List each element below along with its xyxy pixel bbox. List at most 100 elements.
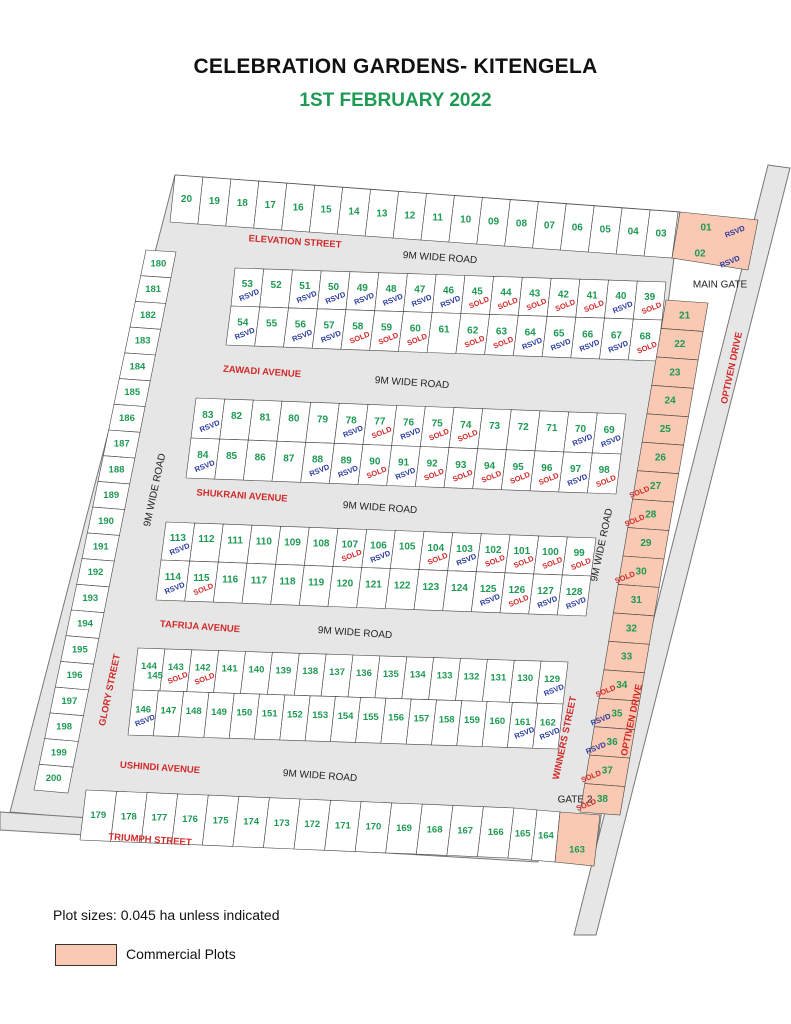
plot-number: 141 <box>222 664 239 675</box>
plot-number: 190 <box>98 516 114 527</box>
plot-cell <box>556 574 592 617</box>
plot-number: 34 <box>616 680 628 691</box>
plot-number: 124 <box>451 583 468 594</box>
plot-number: 166 <box>488 827 504 838</box>
street-name: ZAWADI AVENUE <box>223 364 302 380</box>
plot-number: 40 <box>615 291 627 302</box>
plot-number: 125 <box>480 584 497 595</box>
plot-number: 165 <box>515 829 532 840</box>
plot-number: 62 <box>467 326 479 337</box>
plot-number: 186 <box>119 413 135 424</box>
plot-number: 163 <box>569 845 585 856</box>
plot-number: 46 <box>443 286 455 297</box>
plot-number: 176 <box>182 814 198 825</box>
plot-number: 47 <box>414 285 426 296</box>
plot-number: 35 <box>611 709 623 720</box>
plot-number: 98 <box>599 465 611 476</box>
plot-number: 198 <box>56 722 72 733</box>
plot-number: 111 <box>227 535 243 546</box>
plot-number: 29 <box>640 538 652 549</box>
plot-number: 52 <box>271 280 283 291</box>
plot-number: 195 <box>72 644 89 655</box>
plot-number: 150 <box>236 708 252 719</box>
plot-number: 168 <box>427 824 443 835</box>
plot-number: 174 <box>243 817 260 828</box>
plot-number: 16 <box>293 202 305 213</box>
plot-number: 114 <box>165 572 182 583</box>
plot-number: 48 <box>385 284 397 295</box>
plot-number: 14 <box>348 206 360 217</box>
plot-number: 159 <box>464 715 480 726</box>
plot-number: 132 <box>464 671 480 682</box>
plot-number: 106 <box>370 541 387 552</box>
plot-number: 134 <box>410 670 427 681</box>
plot-number: 23 <box>669 367 681 378</box>
plot-number: 09 <box>488 216 500 227</box>
plot-number: 170 <box>365 822 381 833</box>
plot-number: 177 <box>151 813 167 824</box>
plot-number: 172 <box>304 819 320 830</box>
plot-number: 188 <box>109 464 125 475</box>
plot-number: 89 <box>341 456 353 467</box>
plot-number: 118 <box>279 576 296 587</box>
plot-number: 78 <box>346 416 358 427</box>
plot-number: 76 <box>403 418 415 429</box>
plot-number: 167 <box>457 826 473 837</box>
plot-number: 162 <box>540 718 556 729</box>
plot-number: 51 <box>299 281 311 292</box>
plot-number: 87 <box>283 453 295 464</box>
plot-number: 67 <box>611 331 623 342</box>
plot-number: 152 <box>287 709 303 720</box>
plot-number: 156 <box>388 713 404 724</box>
plot-number: 194 <box>77 619 94 630</box>
plot-number: 191 <box>93 542 110 553</box>
plot-number: 73 <box>489 421 501 432</box>
plot-number: 123 <box>422 582 439 593</box>
plot-number: 82 <box>231 411 243 422</box>
plot-number: 21 <box>679 310 691 321</box>
plot-number: 192 <box>88 567 104 578</box>
plot-number: 146 <box>135 704 151 715</box>
plot-number: 179 <box>90 810 106 821</box>
plot-number: 131 <box>490 672 507 683</box>
gate-label: GATE 2 <box>558 795 593 806</box>
plot-number: 22 <box>674 339 686 350</box>
plot-number: 199 <box>51 747 67 758</box>
plot-number: 139 <box>275 665 291 676</box>
plot-number: 02 <box>694 249 706 260</box>
plot-number: 39 <box>644 292 656 303</box>
plot-number: 160 <box>489 716 505 727</box>
plot-number: 107 <box>341 540 358 551</box>
plot-number: 164 <box>538 831 555 842</box>
plot-number: 90 <box>369 457 381 468</box>
plot-number: 138 <box>302 666 318 677</box>
plot-number: 31 <box>631 595 643 606</box>
plot-number: 183 <box>135 336 151 347</box>
plot-number: 44 <box>500 288 512 299</box>
plot-number: 01 <box>700 223 712 234</box>
plot-number: 185 <box>124 387 141 398</box>
plot-number: 137 <box>329 667 345 678</box>
plot-number: 155 <box>363 712 380 723</box>
plot-number: 140 <box>249 664 265 675</box>
plot-number: 41 <box>587 290 599 301</box>
plot-number: 32 <box>626 623 638 634</box>
plot-number: 58 <box>352 322 364 333</box>
plot-number: 129 <box>544 674 560 685</box>
plot-number: 07 <box>544 221 556 232</box>
plot-number: 18 <box>237 198 249 209</box>
plot-number: 92 <box>427 459 439 470</box>
plot-number: 17 <box>265 200 277 211</box>
plot-number: 173 <box>274 818 290 829</box>
plot-number: 11 <box>432 212 443 223</box>
plot-number: 10 <box>460 214 472 225</box>
plot-number: 105 <box>399 542 416 553</box>
plot-number: 79 <box>317 414 329 425</box>
plot-number: 53 <box>242 279 254 290</box>
plot-number: 04 <box>628 227 640 238</box>
plot-number: 37 <box>602 765 614 776</box>
commercial-legend-swatch <box>55 944 117 966</box>
plot-number: 135 <box>383 669 400 680</box>
plot-number: 93 <box>455 460 467 471</box>
